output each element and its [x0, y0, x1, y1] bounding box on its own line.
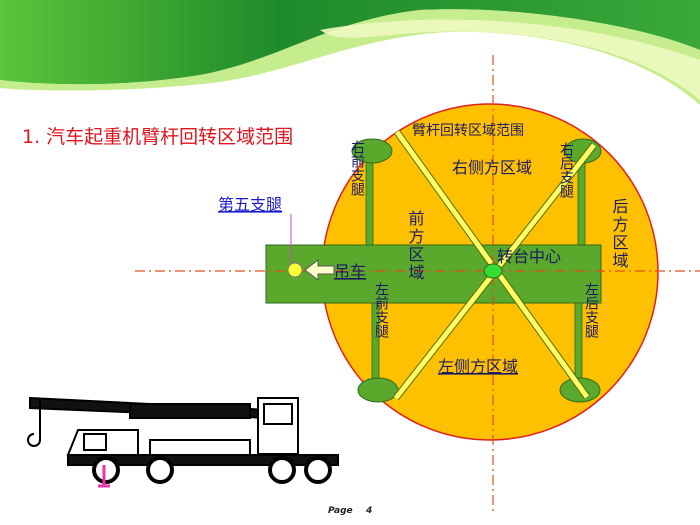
left-side-zone-label: 左侧方区域: [438, 357, 518, 376]
right-rear-leg-label: 右后支腿: [558, 142, 574, 199]
left-front-leg-label: 左前支腿: [373, 282, 389, 339]
page-label: Page: [328, 506, 353, 516]
front-zone-label: 前方区域: [406, 210, 425, 282]
right-front-leg-label: 右前支腿: [349, 140, 365, 197]
page-number: 4: [365, 506, 372, 516]
rear-zone-label: 后方区域: [610, 198, 629, 270]
right-side-zone-label: 右侧方区域: [452, 158, 532, 177]
outrigger-pad-icon: [357, 377, 399, 403]
crane-truck-illustration: [27, 396, 339, 488]
outrigger-pad-icon: [351, 138, 393, 164]
turntable-center-label: 转台中心: [497, 247, 561, 266]
left-rear-leg-label: 左后支腿: [583, 282, 599, 339]
fifth-leg-icon: [287, 262, 303, 278]
slew-range-label: 臂杆回转区域范围: [412, 122, 524, 139]
fifth-leg-label: 第五支腿: [218, 195, 282, 214]
crane-label: 吊车: [334, 262, 366, 281]
header-wave: [0, 0, 700, 106]
arrow-left-icon: [304, 258, 335, 282]
slide-title: 1. 汽车起重机臂杆回转区域范围: [22, 126, 293, 148]
turntable-center-icon: [483, 263, 503, 279]
